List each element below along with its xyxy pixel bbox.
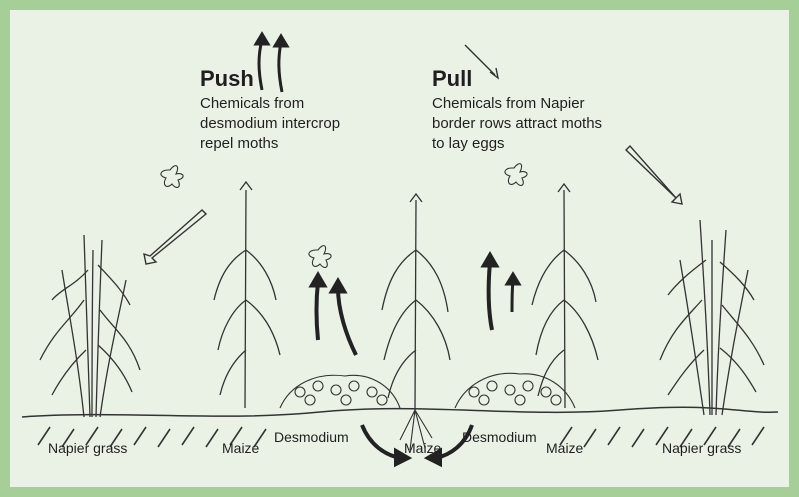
label-desmodium-left: Desmodium bbox=[274, 429, 349, 445]
pull-title: Pull bbox=[432, 66, 472, 92]
label-desmodium-right: Desmodium bbox=[462, 429, 537, 445]
label-maize-left: Maize bbox=[222, 440, 259, 456]
desmodium-clusters bbox=[280, 373, 575, 408]
pull-description: Chemicals from Napier border rows attrac… bbox=[432, 94, 612, 154]
napier-grass-left bbox=[40, 235, 140, 417]
label-maize-right: Maize bbox=[546, 440, 583, 456]
push-description: Chemicals from desmodium intercrop repel… bbox=[200, 94, 375, 154]
label-maize-center: Maize bbox=[404, 440, 441, 456]
repel-arrows bbox=[256, 34, 519, 355]
label-napier-grass-right: Napier grass bbox=[662, 440, 741, 456]
napier-grass-right bbox=[660, 220, 764, 415]
push-title: Push bbox=[200, 66, 254, 92]
moth-icons bbox=[161, 164, 527, 268]
label-napier-grass-left: Napier grass bbox=[48, 440, 127, 456]
ground-line bbox=[22, 407, 778, 417]
